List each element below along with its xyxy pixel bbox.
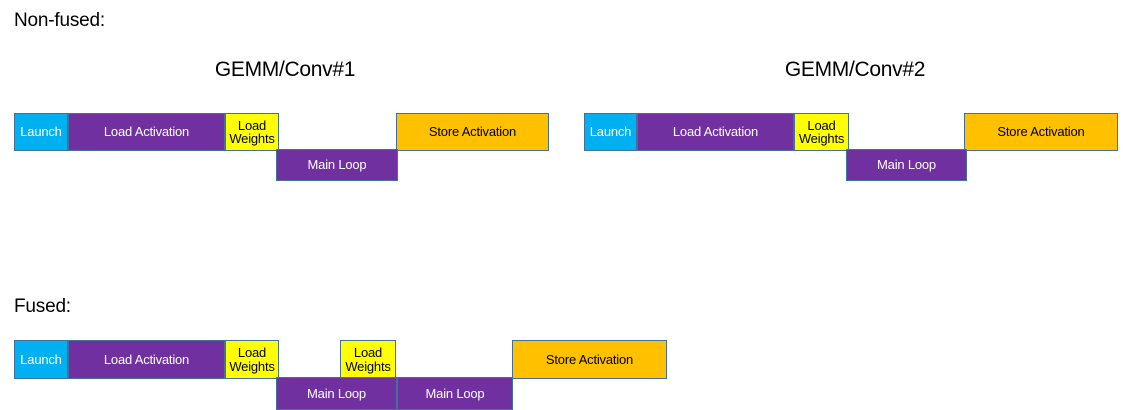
bar-main-loop-fused-2[interactable]: Main Loop bbox=[397, 377, 513, 410]
bar-store-activation-gemm1[interactable]: Store Activation bbox=[396, 113, 549, 151]
bar-load-weights-gemm1[interactable]: Load Weights bbox=[225, 113, 279, 151]
group-title-gemm-conv-1: GEMM/Conv#1 bbox=[214, 58, 356, 81]
bar-store-activation-fused[interactable]: Store Activation bbox=[512, 340, 667, 379]
bar-load-weights-fused-1[interactable]: Load Weights bbox=[225, 340, 279, 379]
bar-main-loop-gemm2[interactable]: Main Loop bbox=[846, 149, 967, 181]
bar-load-activation-gemm1[interactable]: Load Activation bbox=[68, 113, 225, 151]
bar-launch-fused[interactable]: Launch bbox=[14, 340, 68, 379]
bar-main-loop-fused-1[interactable]: Main Loop bbox=[276, 377, 397, 410]
bar-load-weights-gemm2[interactable]: Load Weights bbox=[794, 113, 849, 151]
bar-load-activation-gemm2[interactable]: Load Activation bbox=[637, 113, 794, 151]
bar-store-activation-gemm2[interactable]: Store Activation bbox=[964, 113, 1118, 151]
group-title-gemm-conv-2: GEMM/Conv#2 bbox=[784, 58, 926, 81]
bar-load-activation-fused[interactable]: Load Activation bbox=[68, 340, 225, 379]
bar-main-loop-gemm1[interactable]: Main Loop bbox=[276, 149, 398, 181]
section-label-fused: Fused: bbox=[14, 296, 71, 317]
section-label-non-fused: Non-fused: bbox=[14, 10, 105, 31]
bar-load-weights-fused-2[interactable]: Load Weights bbox=[340, 340, 396, 379]
bar-launch-gemm2[interactable]: Launch bbox=[584, 113, 637, 151]
bar-launch-gemm1[interactable]: Launch bbox=[14, 113, 68, 151]
